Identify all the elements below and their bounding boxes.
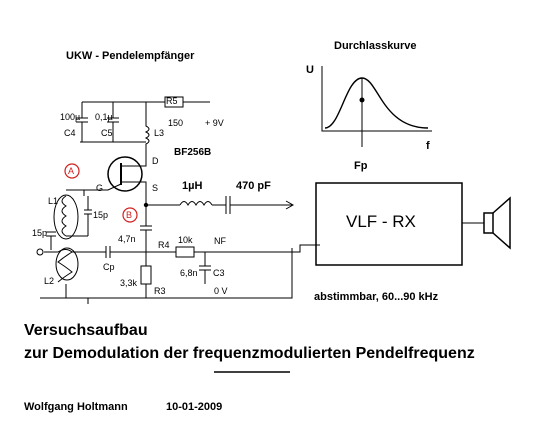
schematic-title: UKW - Pendelempfänger bbox=[66, 50, 195, 62]
l3-inductor bbox=[144, 102, 150, 158]
label-choke: 1µH bbox=[182, 180, 203, 192]
r4-wire bbox=[146, 246, 230, 258]
c4-capacitor bbox=[76, 102, 88, 142]
label-c-15p-a: 15p bbox=[93, 210, 109, 220]
cp-capacitor bbox=[72, 246, 146, 258]
l1-inductor bbox=[61, 195, 67, 237]
curve-x-label: f bbox=[426, 140, 430, 152]
choke-1uh bbox=[179, 201, 213, 207]
speaker-cone bbox=[492, 196, 511, 250]
jfet-gate bbox=[84, 183, 122, 191]
c5-capacitor bbox=[107, 102, 119, 142]
label-ground: 0 V bbox=[214, 286, 228, 296]
caption-line2: zur Demodulation der frequenzmodulierten… bbox=[24, 345, 475, 363]
c-15p-left bbox=[46, 231, 56, 250]
date: 10-01-2009 bbox=[166, 401, 223, 413]
marker-b bbox=[122, 207, 138, 223]
caption-line2-pre: zur Demodulation der bbox=[24, 345, 193, 362]
l2-inductor bbox=[44, 249, 73, 283]
l1-winding bbox=[53, 194, 79, 240]
label-r4-value: 10k bbox=[178, 235, 193, 245]
label-transistor: BF256B bbox=[174, 147, 212, 158]
curve-shape bbox=[324, 77, 429, 129]
label-r4: R4 bbox=[158, 240, 170, 250]
source-node bbox=[143, 202, 149, 208]
speaker-magnet bbox=[483, 212, 494, 234]
label-nf: NF bbox=[214, 236, 226, 246]
caption-line2-post: modulierten Pendelfrequenz bbox=[259, 345, 475, 362]
marker-a-label: A bbox=[68, 166, 75, 176]
c3-capacitor bbox=[199, 252, 211, 284]
label-c3: C3 bbox=[213, 268, 225, 278]
label-pin-s: S bbox=[152, 183, 159, 193]
nf-wire bbox=[230, 244, 320, 299]
c-47n bbox=[140, 205, 152, 252]
marker-a bbox=[64, 163, 80, 179]
r3-resistor bbox=[140, 252, 152, 298]
choke-to-cap bbox=[212, 196, 292, 214]
author: Wolfgang Holtmann bbox=[24, 401, 128, 413]
receiver-tuning: abstimmbar, 60...90 kHz bbox=[314, 291, 439, 303]
jfet-source bbox=[121, 181, 147, 205]
ground-line bbox=[40, 284, 230, 299]
curve-y-label: U bbox=[306, 64, 314, 76]
receiver-label: VLF - RX bbox=[346, 212, 416, 231]
label-cp: Cp bbox=[103, 262, 115, 272]
arrow-to-rx bbox=[285, 200, 295, 210]
jfet-drain bbox=[121, 158, 147, 167]
label-l1: L1 bbox=[48, 196, 59, 206]
marker-b-label: B bbox=[126, 210, 133, 220]
curve-peak-dot bbox=[359, 97, 365, 103]
label-l2: L2 bbox=[44, 276, 55, 286]
label-r5-value: 150 bbox=[168, 118, 184, 128]
curve-title: Durchlasskurve bbox=[334, 40, 417, 52]
label-r3: R3 bbox=[154, 286, 166, 296]
label-r5: R5 bbox=[166, 96, 178, 106]
label-c4: C4 bbox=[64, 128, 76, 138]
label-coupling-cap: 470 pF bbox=[236, 180, 271, 192]
caption-line1: Versuchsaufbau bbox=[24, 322, 148, 339]
receiver-box bbox=[315, 182, 463, 266]
label-l3: L3 bbox=[154, 128, 165, 138]
label-r3-value: 3,3k bbox=[120, 278, 138, 288]
label-pin-d: D bbox=[152, 156, 159, 166]
curve-center-label: Fp bbox=[354, 160, 368, 172]
caption-line2-emph: frequenz bbox=[192, 345, 260, 362]
c-15p-vertical bbox=[84, 196, 92, 236]
r5-resistor bbox=[164, 96, 184, 108]
l2-winding bbox=[55, 247, 79, 281]
input-terminal bbox=[36, 248, 44, 256]
label-pin-g: G bbox=[96, 183, 104, 193]
jfet-symbol bbox=[107, 156, 143, 192]
label-c4-value: 100µ bbox=[60, 112, 81, 122]
label-c3-value: 6,8n bbox=[180, 268, 198, 278]
tank-top bbox=[66, 189, 85, 196]
curve-axes bbox=[321, 66, 432, 132]
label-c5-value: 0,1µ bbox=[95, 112, 113, 122]
label-c-47n: 4,7n bbox=[118, 234, 136, 244]
label-c-15p-b: 15p bbox=[32, 228, 48, 238]
label-c5: C5 bbox=[101, 128, 113, 138]
label-supply: + 9V bbox=[205, 118, 224, 128]
